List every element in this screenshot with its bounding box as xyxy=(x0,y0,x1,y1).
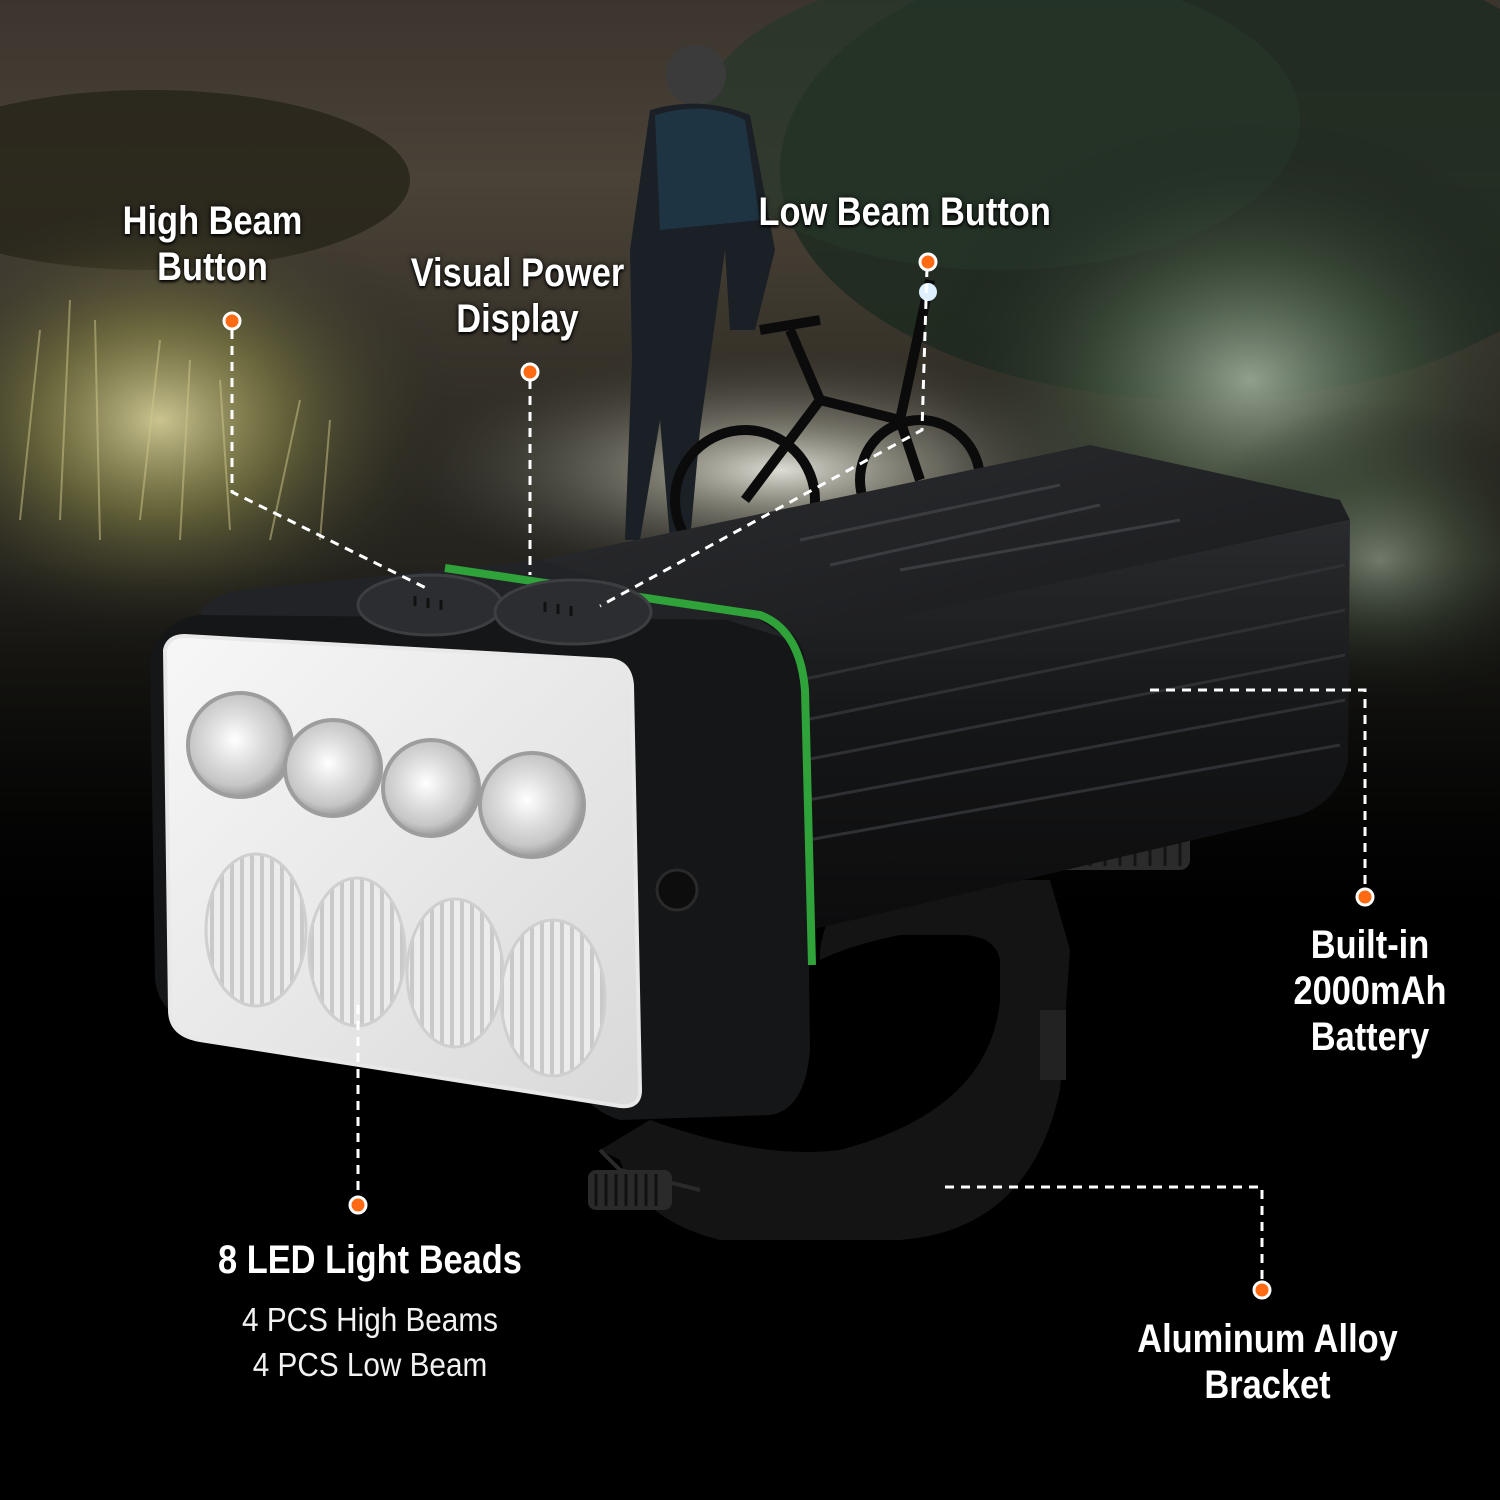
dot-bracket xyxy=(1252,1280,1272,1300)
led-beads-detail-low: 4 PCS Low Beam xyxy=(252,1346,488,1383)
callout-high-beam-line1: High Beam xyxy=(122,199,303,243)
dot-led-beads xyxy=(348,1195,368,1215)
callout-led-beads-title: 8 LED Light Beads xyxy=(218,1238,522,1282)
dot-low-beam xyxy=(918,252,938,272)
light-body xyxy=(150,445,1350,1120)
callout-high-beam-line2: Button xyxy=(157,245,268,289)
bike-headlight-glow xyxy=(919,283,937,301)
callout-bracket-line1: Aluminum Alloy xyxy=(1137,1317,1398,1361)
callout-visual-power-line2: Display xyxy=(456,297,579,341)
dot-battery xyxy=(1355,887,1375,907)
dot-visual-power xyxy=(520,362,540,382)
callout-visual-power-display: Visual Power Display xyxy=(404,250,632,342)
callout-battery: Built-in 2000mAh Battery xyxy=(1280,922,1461,1060)
dot-high-beam xyxy=(222,311,242,331)
led-beads-details: 4 PCS High Beams 4 PCS Low Beam xyxy=(217,1297,523,1387)
callout-battery-line1: Built-in xyxy=(1310,923,1430,967)
callout-dots xyxy=(222,252,1375,1300)
callout-high-beam: High Beam Button xyxy=(116,198,310,290)
callout-battery-line2: 2000mAh xyxy=(1293,969,1447,1013)
callout-battery-line3: Battery xyxy=(1310,1015,1430,1059)
callout-bracket-line2: Bracket xyxy=(1204,1363,1331,1407)
callout-visual-power-line1: Visual Power xyxy=(410,251,625,295)
callout-low-beam-button: Low Beam Button xyxy=(758,189,1051,235)
callout-led-beads: 8 LED Light Beads xyxy=(215,1237,525,1283)
led-beads-detail-high: 4 PCS High Beams xyxy=(242,1301,498,1338)
leader-lines xyxy=(230,267,1367,1282)
rider-silhouette xyxy=(625,45,775,541)
callout-low-beam-line1: Low Beam Button xyxy=(758,190,1051,234)
callout-bracket: Aluminum Alloy Bracket xyxy=(1128,1316,1408,1408)
